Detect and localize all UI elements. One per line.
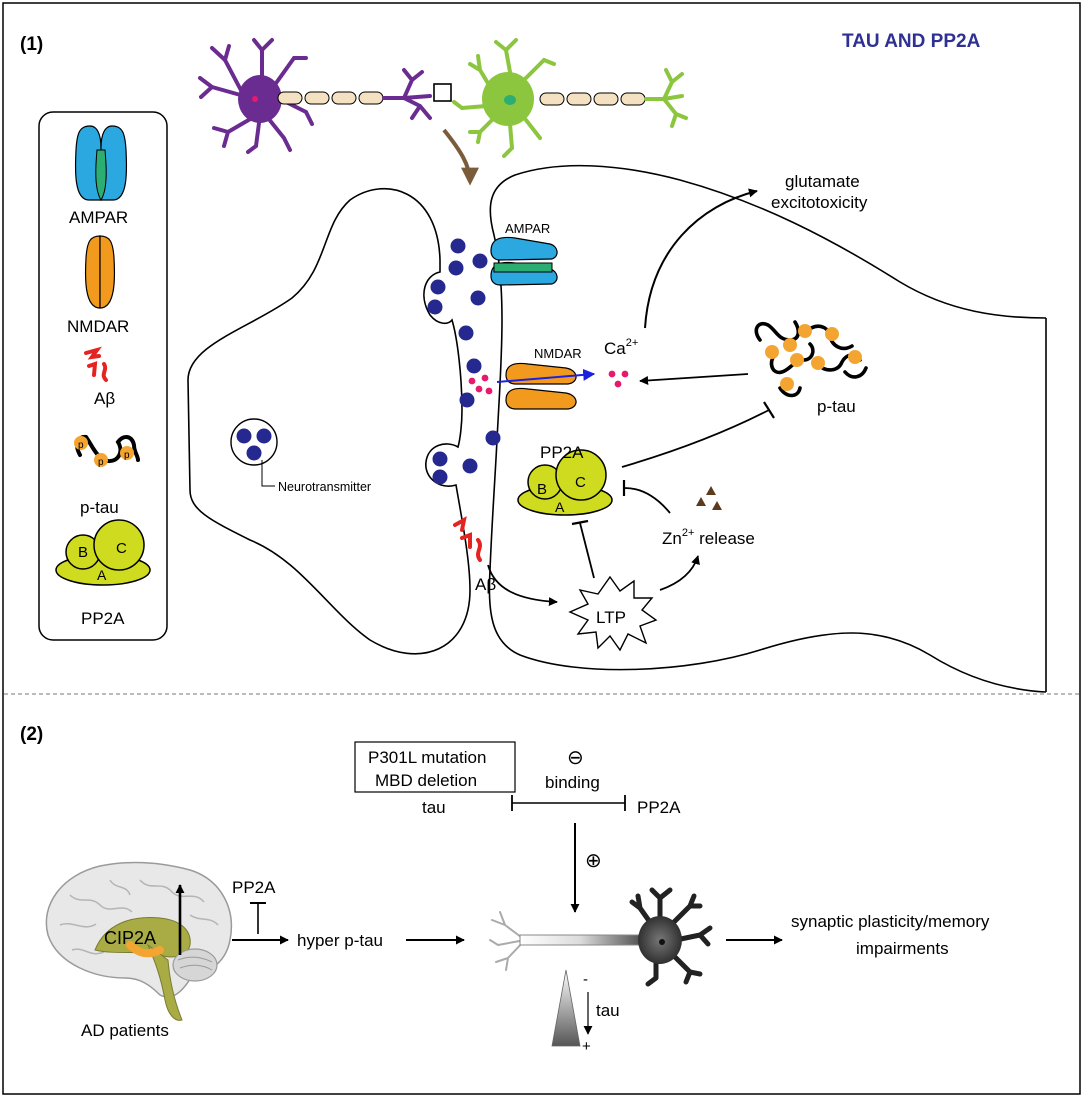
- synapse-nmdar: [505, 362, 577, 410]
- legend-abeta-icon: [84, 346, 108, 382]
- tau-label: tau: [422, 798, 446, 817]
- cleft-calcium-dots: [468, 374, 493, 395]
- cip2a-label: CIP2A: [104, 928, 156, 948]
- legend-pp2a-label: PP2A: [81, 609, 125, 628]
- ltp-label: LTP: [596, 608, 626, 627]
- pp2a-right-label: PP2A: [637, 798, 681, 817]
- abeta-to-ltp-arrow: [487, 564, 558, 607]
- presynaptic-terminal: [187, 187, 471, 655]
- legend-nmdar-icon: [84, 235, 116, 309]
- presynaptic-neuron-illustration: [198, 38, 452, 154]
- panel2-label: (2): [20, 724, 43, 745]
- zinc-inhibits-pp2a: [624, 487, 671, 514]
- panel1-label: (1): [20, 34, 43, 55]
- synapse-abeta-label: Aβ: [475, 575, 496, 594]
- hyper-ptau-label: hyper p-tau: [297, 931, 383, 950]
- synapse-pp2a-label: PP2A: [540, 443, 584, 462]
- legend-abeta-label: Aβ: [94, 389, 115, 408]
- pp2a-sub-a: A: [555, 499, 565, 515]
- tau-gradient-triangle: [551, 969, 581, 1047]
- synapse-ampar: [490, 236, 558, 286]
- synapse-nmdar-label: NMDAR: [534, 346, 582, 361]
- postsynaptic-terminal: [488, 164, 1047, 693]
- legend-ptau-label: p-tau: [80, 498, 119, 517]
- binding-label: binding: [545, 773, 600, 792]
- ptau-p: p: [78, 440, 84, 451]
- gradient-plus: +: [582, 1038, 591, 1055]
- legend-nmdar-label: NMDAR: [67, 317, 129, 336]
- synapse-pp2a: B C A: [517, 449, 613, 516]
- ltp-to-zinc-arrow: [659, 555, 700, 591]
- gradient-neuron: [489, 887, 713, 987]
- zinc-ions: [696, 486, 722, 510]
- calcium-influx-arrow: [496, 368, 596, 383]
- panel1-title: TAU AND PP2A: [842, 31, 981, 52]
- pp2a-sub-c: C: [575, 474, 586, 491]
- postsynaptic-neuron-illustration: [452, 38, 688, 158]
- excitotoxicity-arrow: [644, 188, 758, 329]
- zoom-arrow: [442, 128, 479, 186]
- neurotransmitter-vesicle: [230, 418, 278, 487]
- glutamate-line1: glutamate: [785, 172, 860, 191]
- calcium-label: Ca2+: [604, 337, 638, 358]
- legend-pp2a-icon: B C A: [55, 519, 151, 586]
- mutation-line2: MBD deletion: [375, 771, 477, 790]
- ptau-p: p: [98, 457, 104, 468]
- pp2a-sub-b: B: [78, 544, 88, 561]
- outcome-line1: synaptic plasticity/memory: [791, 912, 990, 931]
- synapse-zoom-box: [433, 83, 452, 102]
- outcome-line2: impairments: [856, 939, 949, 958]
- pp2a-left-label: PP2A: [232, 878, 276, 897]
- legend-ampar-label: AMPAR: [69, 208, 128, 227]
- pp2a-inhibits-ptau: [621, 409, 770, 468]
- legend-ptau-icon: p p p: [74, 434, 140, 468]
- pp2a-sub-a: A: [97, 567, 107, 583]
- legend-ampar-icon: [74, 125, 128, 201]
- synapse-ampar-label: AMPAR: [505, 221, 550, 236]
- ltp-inhibits-pp2a: [579, 522, 595, 579]
- ptau-to-calcium-arrow: [639, 373, 749, 385]
- ad-patients-label: AD patients: [81, 1021, 169, 1040]
- ptau-aggregate: [754, 320, 868, 398]
- glutamate-line2: excitotoxicity: [771, 193, 868, 212]
- ltp-star: [568, 575, 658, 652]
- ptau-p: p: [124, 450, 130, 461]
- zinc-release-label: Zn2+ release: [662, 527, 755, 548]
- minus-symbol: ⊖: [567, 747, 584, 769]
- mutation-box: [354, 741, 516, 793]
- pp2a-sub-b: B: [537, 481, 547, 498]
- gradient-minus: -: [583, 971, 588, 988]
- legend-box: AMPAR NMDAR Aβ p p p p-tau B: [38, 111, 168, 641]
- neurotransmitter-label: Neurotransmitter: [278, 480, 371, 494]
- brain-illustration: [45, 861, 232, 1021]
- ptau-label: p-tau: [817, 397, 856, 416]
- vesicle-cluster: [427, 238, 501, 485]
- mutation-line1: P301L mutation: [368, 748, 486, 767]
- gradient-tau-label: tau: [596, 1001, 620, 1020]
- pp2a-sub-c: C: [116, 540, 127, 557]
- plus-symbol: ⊕: [585, 850, 602, 872]
- synapse-abeta: [453, 516, 482, 562]
- calcium-dots: [608, 370, 629, 388]
